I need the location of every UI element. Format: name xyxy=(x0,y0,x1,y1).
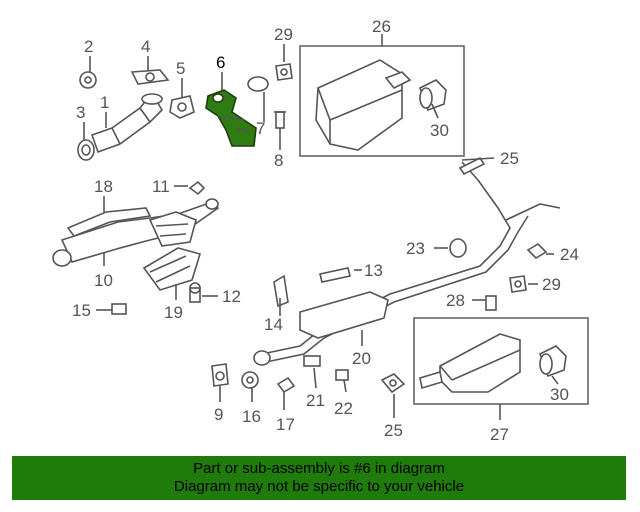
flange-part-5 xyxy=(169,95,195,119)
callout-16: 16 xyxy=(242,407,261,426)
callout-17: 17 xyxy=(276,415,295,434)
callout-27: 27 xyxy=(490,425,509,444)
callout-29-top: 29 xyxy=(274,25,293,44)
clamp-part-21 xyxy=(303,355,321,367)
info-banner: Part or sub-assembly is #6 in diagram Di… xyxy=(12,456,626,500)
callout-29-right: 29 xyxy=(542,275,561,294)
callout-4: 4 xyxy=(141,37,150,56)
hanger-part-29-top xyxy=(275,63,293,81)
gasket-part-25-bottom xyxy=(380,373,406,394)
callout-10: 10 xyxy=(94,271,113,290)
banner-line-2: Diagram may not be specific to your vehi… xyxy=(173,478,465,495)
heat-shield-part-18 xyxy=(66,207,152,237)
nut-part-24 xyxy=(526,242,548,260)
exhaust-parts-diagram: 2 4 6 29 26 5 1 3 7 8 30 25 18 11 10 23 … xyxy=(52,17,589,444)
muffler-box-27 xyxy=(413,317,589,405)
bolt-part-12 xyxy=(189,282,201,303)
callout-12: 12 xyxy=(222,287,241,306)
callout-20: 20 xyxy=(352,349,371,368)
callout-22: 22 xyxy=(334,399,353,418)
muffler-box-26 xyxy=(299,45,465,157)
callout-23: 23 xyxy=(406,239,425,258)
callout-19: 19 xyxy=(164,303,183,322)
leader-lines xyxy=(83,34,559,420)
hanger-part-23 xyxy=(449,238,467,258)
hanger-part-16 xyxy=(241,371,259,389)
banner-line-1: Part or sub-assembly is #6 in diagram xyxy=(193,460,445,477)
callout-21: 21 xyxy=(306,391,325,410)
callout-14: 14 xyxy=(264,315,283,334)
catalytic-converter-part-6[interactable] xyxy=(205,89,257,147)
callout-7: 7 xyxy=(256,119,265,138)
callout-28: 28 xyxy=(446,291,465,310)
bolt-part-22 xyxy=(335,369,349,381)
callout-8: 8 xyxy=(274,151,283,170)
callout-13: 13 xyxy=(364,261,383,280)
flange-gasket-part-4 xyxy=(130,69,170,85)
nut-part-17 xyxy=(276,376,296,394)
callout-5: 5 xyxy=(176,59,185,78)
callout-11: 11 xyxy=(152,177,170,196)
callout-25-top: 25 xyxy=(500,149,519,168)
nut-part-11 xyxy=(188,180,206,196)
bolt-part-15 xyxy=(111,303,127,315)
gasket-part-2 xyxy=(79,71,97,89)
hanger-part-29-right xyxy=(509,275,527,293)
gasket-part-3 xyxy=(77,139,95,161)
callout-9: 9 xyxy=(214,405,223,424)
strap-part-25-top xyxy=(458,156,486,176)
callout-2: 2 xyxy=(84,37,93,56)
callout-30-top: 30 xyxy=(430,121,449,140)
clamp-part-7 xyxy=(247,76,269,92)
callout-15: 15 xyxy=(72,301,91,320)
callout-6: 6 xyxy=(216,53,225,72)
bolt-part-8 xyxy=(274,111,286,129)
bracket-part-14 xyxy=(273,274,289,308)
callout-25-bottom: 25 xyxy=(384,421,403,440)
bolt-part-28 xyxy=(485,295,497,311)
callout-1: 1 xyxy=(100,93,109,112)
callout-30-bottom: 30 xyxy=(550,385,569,404)
bracket-part-13 xyxy=(319,267,351,283)
gasket-part-9 xyxy=(211,363,229,387)
center-pipe-part-20 xyxy=(253,161,561,366)
front-exhaust-pipe xyxy=(90,93,164,154)
callout-24: 24 xyxy=(560,245,579,264)
callout-18: 18 xyxy=(94,177,113,196)
callout-26: 26 xyxy=(372,17,391,36)
callout-3: 3 xyxy=(76,103,85,122)
callout-labels: 2 4 6 29 26 5 1 3 7 8 30 25 18 11 10 23 … xyxy=(72,17,579,444)
catalytic-converter-part-19 xyxy=(142,247,202,291)
